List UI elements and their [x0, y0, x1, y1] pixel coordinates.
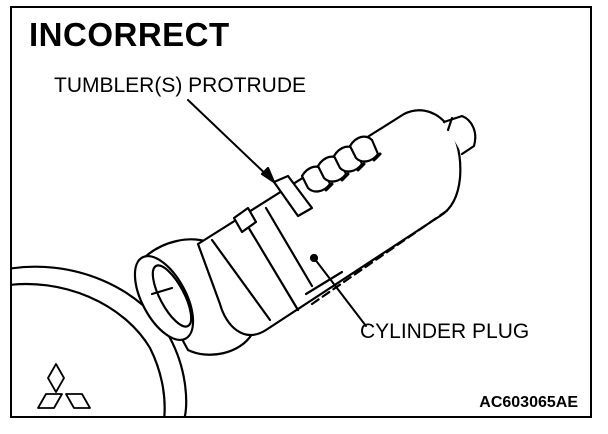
figure-code: AC603065AE [479, 394, 578, 411]
tumbler-label: TUMBLER(S) PROTRUDE [54, 74, 307, 97]
diagram-title: INCORRECT [29, 16, 230, 53]
cylinder-housing [196, 109, 462, 336]
cylinder-nose [442, 114, 477, 156]
tumbler-leader-line [187, 99, 275, 183]
cylinder-leader-dot [309, 253, 319, 263]
ignition-lock-cylinder-drawing [12, 99, 477, 416]
cylinder-plug-label: CYLINDER PLUG [360, 320, 530, 343]
tumbler-leader-arrow [260, 166, 276, 184]
tumblers [272, 135, 382, 218]
brand-logo [37, 363, 91, 409]
cylinder-leader-line [313, 257, 367, 327]
figure-frame: INCORRECT TUMBLER(S) PROTRUDE CYLINDER P… [10, 6, 592, 418]
